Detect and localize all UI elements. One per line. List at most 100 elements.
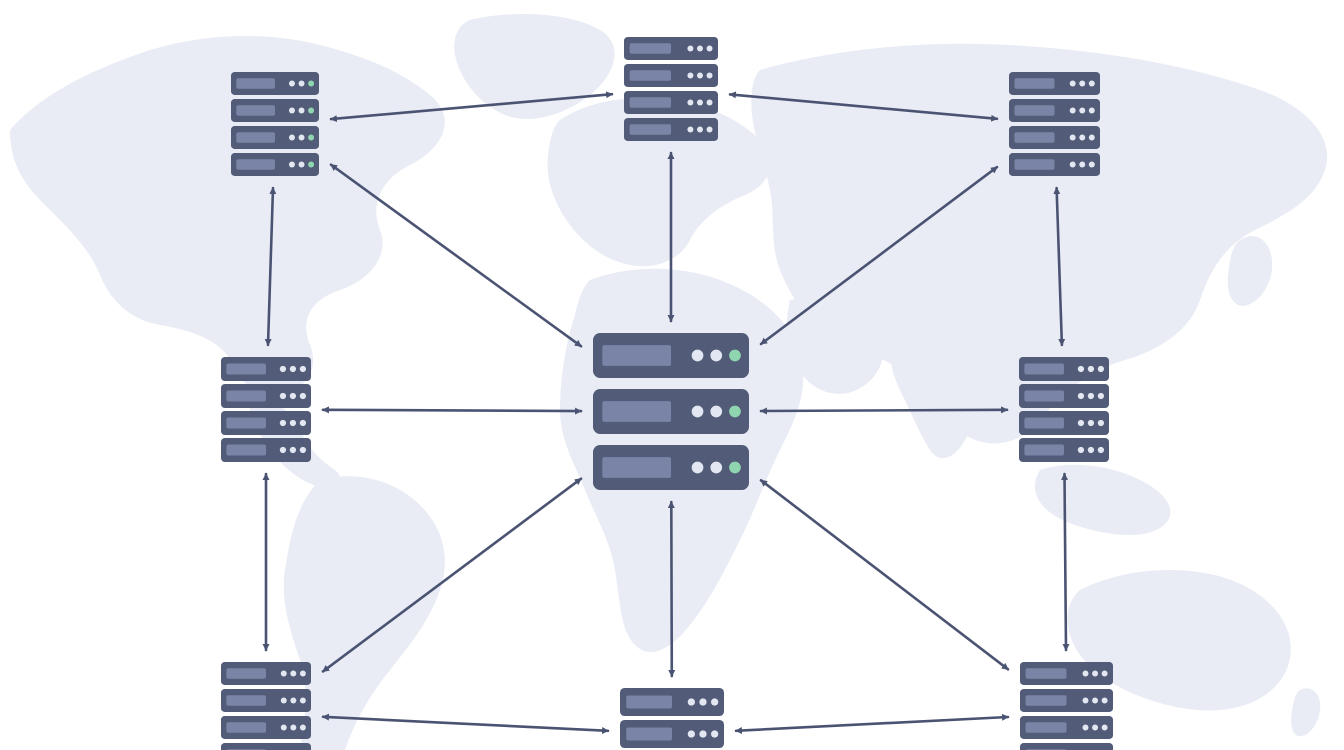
server-unit — [221, 716, 311, 739]
status-led — [696, 99, 703, 106]
status-led-active — [308, 107, 315, 114]
status-led — [687, 126, 694, 133]
status-led-active — [308, 134, 315, 141]
status-led — [1069, 134, 1076, 141]
server-unit — [624, 37, 718, 60]
status-led — [1092, 670, 1099, 677]
server-unit-slot — [226, 417, 266, 429]
link-arrow-s-c — [667, 500, 676, 678]
status-led — [1079, 107, 1086, 114]
status-led — [1077, 365, 1085, 373]
link-arrow-ne-e — [1053, 186, 1066, 347]
continent-north-america — [10, 35, 445, 396]
server-unit-slot — [226, 695, 266, 706]
status-led — [1082, 697, 1089, 704]
server-unit — [624, 118, 718, 141]
continent-southeast-asia — [1034, 464, 1171, 536]
status-led — [1079, 134, 1086, 141]
status-led — [1077, 419, 1085, 427]
server-unit-slot — [1014, 78, 1055, 89]
server-unit — [624, 64, 718, 87]
server-rack-icon — [1019, 357, 1109, 462]
link-arrow-nw-c — [329, 163, 583, 348]
links-layer — [262, 91, 1070, 735]
status-led — [691, 349, 704, 362]
server-unit — [1020, 716, 1113, 739]
server-unit-slot — [629, 43, 671, 54]
status-led — [696, 45, 703, 52]
server-unit — [1020, 662, 1113, 685]
status-led — [299, 365, 307, 373]
status-led — [699, 698, 707, 706]
status-led — [1069, 161, 1076, 168]
link-arrow-n-ne — [728, 91, 999, 122]
link-arrow-nw-n — [329, 91, 614, 123]
status-led — [691, 405, 704, 418]
server-node-se — [1020, 662, 1113, 750]
link-arrow-ne-c — [759, 165, 999, 346]
server-rack-icon — [593, 333, 749, 490]
status-led — [696, 126, 703, 133]
status-led — [706, 126, 713, 133]
status-led — [696, 72, 703, 79]
status-led-active — [729, 349, 741, 362]
status-led — [288, 134, 295, 141]
server-unit-slot — [602, 457, 671, 478]
status-led — [1088, 134, 1095, 141]
status-led — [290, 670, 297, 677]
continent-australia — [1067, 570, 1291, 711]
status-led — [279, 392, 287, 400]
server-unit — [620, 720, 724, 748]
server-unit — [221, 411, 311, 435]
server-rack-icon — [1020, 662, 1113, 750]
status-led — [699, 730, 707, 738]
status-led — [1077, 392, 1085, 400]
server-unit-slot — [1025, 668, 1067, 679]
server-unit — [1020, 689, 1113, 712]
status-led — [290, 697, 297, 704]
server-rack-icon — [221, 662, 311, 750]
status-led — [710, 349, 723, 362]
status-led — [706, 99, 713, 106]
status-led — [279, 446, 287, 454]
server-unit-slot — [602, 345, 671, 366]
server-unit — [1019, 411, 1109, 435]
status-led — [1092, 724, 1099, 731]
server-unit — [593, 389, 749, 434]
status-led — [288, 161, 295, 168]
continent-new-zealand — [1291, 688, 1321, 737]
server-rack-icon — [231, 72, 319, 176]
status-led — [1069, 107, 1076, 114]
status-led — [289, 365, 297, 373]
server-unit — [221, 357, 311, 381]
server-node-c — [593, 333, 749, 490]
status-led — [1077, 446, 1085, 454]
status-led — [1097, 446, 1105, 454]
server-unit-slot — [226, 722, 266, 733]
server-unit-slot — [1014, 159, 1055, 170]
link-arrow-se-c — [759, 478, 1010, 671]
status-led — [279, 365, 287, 373]
status-led — [691, 461, 704, 474]
server-unit — [221, 438, 311, 462]
server-unit-slot — [1024, 417, 1064, 429]
link-arrow-w-c — [321, 406, 583, 415]
status-led — [706, 45, 713, 52]
status-led — [687, 730, 695, 738]
status-led — [279, 419, 287, 427]
link-arrow-e-se — [1061, 472, 1070, 652]
status-led — [687, 99, 694, 106]
status-led — [710, 461, 723, 474]
status-led — [1069, 80, 1076, 87]
server-node-sw — [221, 662, 311, 750]
status-led — [280, 670, 287, 677]
status-led — [1088, 107, 1095, 114]
status-led — [1087, 419, 1095, 427]
server-unit-slot — [226, 668, 266, 679]
server-unit — [1009, 126, 1100, 149]
server-unit — [231, 72, 319, 95]
status-led — [1101, 724, 1108, 731]
server-node-w — [221, 357, 311, 462]
